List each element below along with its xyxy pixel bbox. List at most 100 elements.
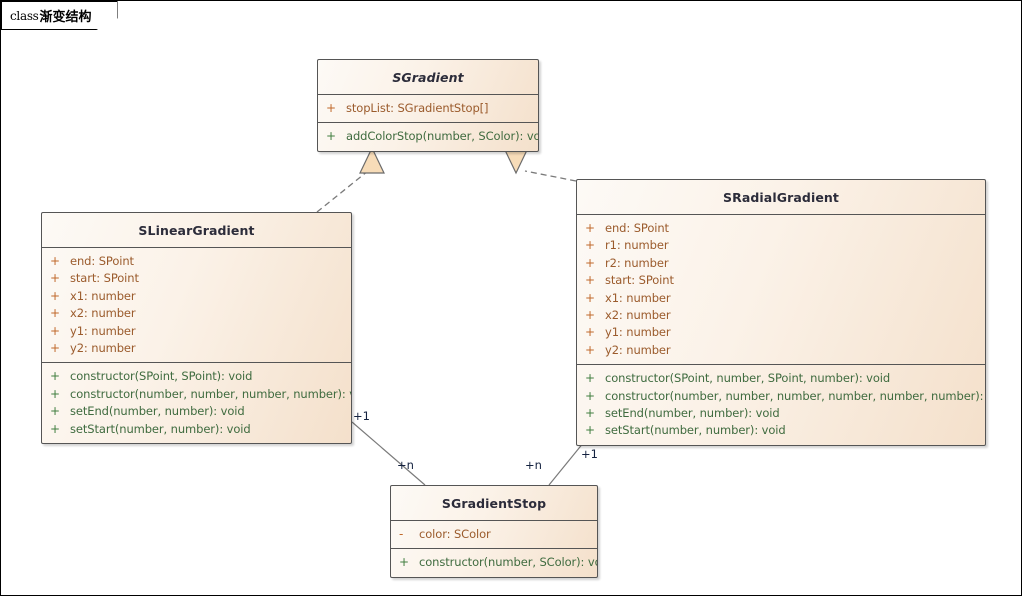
- visibility-marker: +: [326, 101, 337, 115]
- attribute-row: + x2: number: [577, 307, 985, 324]
- diagram-title: 渐变结构: [39, 10, 92, 25]
- visibility-marker: +: [50, 404, 61, 419]
- attribute-row: + y1: number: [42, 323, 351, 340]
- multiplicity-radial-stop-n: +n: [525, 458, 542, 472]
- attribute-text: end: SPoint: [70, 254, 134, 268]
- visibility-marker: +: [585, 255, 596, 270]
- method-row: + constructor(number, number, number, nu…: [577, 388, 985, 405]
- attribute-text: r1: number: [605, 238, 669, 253]
- method-text: setEnd(number, number): void: [605, 406, 780, 421]
- visibility-marker: +: [585, 325, 596, 340]
- class-box-sgradientstop[interactable]: SGradientStop - color: SColor + construc…: [390, 485, 598, 578]
- attribute-text: stopList: SGradientStop[]: [346, 101, 489, 115]
- method-row: + constructor(SPoint, number, SPoint, nu…: [577, 370, 985, 387]
- class-name-sgradient: SGradient: [318, 60, 538, 95]
- method-row: + addColorStop(number, SColor): void: [318, 128, 538, 145]
- visibility-marker: +: [585, 423, 596, 438]
- visibility-marker: +: [50, 323, 61, 338]
- attribute-row: + x1: number: [577, 290, 985, 307]
- attribute-text: y2: number: [605, 342, 671, 357]
- attribute-text: start: SPoint: [70, 271, 139, 286]
- visibility-marker: +: [585, 342, 596, 357]
- attribute-row: + r1: number: [577, 237, 985, 254]
- method-text: addColorStop(number, SColor): void: [346, 129, 539, 144]
- attributes-section-slineargradient: + end: SPoint + start: SPoint + x1: numb…: [42, 248, 351, 362]
- visibility-marker: +: [585, 371, 596, 386]
- visibility-marker: +: [585, 273, 596, 288]
- attribute-text: x1: number: [70, 288, 136, 303]
- method-row: + setStart(number, number): void: [577, 422, 985, 439]
- attribute-row: - color: SColor: [391, 526, 597, 543]
- multiplicity-linear-1: +1: [353, 409, 370, 423]
- visibility-marker: +: [50, 386, 61, 401]
- method-text: constructor(number, number, number, numb…: [605, 388, 986, 403]
- visibility-marker: +: [50, 306, 61, 321]
- visibility-marker: -: [399, 527, 404, 541]
- visibility-marker: +: [399, 555, 410, 570]
- attribute-text: y2: number: [70, 341, 136, 356]
- attribute-row: + y2: number: [42, 340, 351, 357]
- attribute-text: r2: number: [605, 255, 669, 270]
- multiplicity-radial-1: +1: [581, 447, 598, 461]
- method-row: + setStart(number, number): void: [42, 421, 351, 438]
- method-row: + setEnd(number, number): void: [577, 405, 985, 422]
- realization-line-left: [316, 170, 369, 213]
- connector-slineargradient-realizes-sgradient: [316, 146, 385, 213]
- attribute-row: + stopList: SGradientStop[]: [318, 100, 538, 117]
- multiplicity-linear-stop-n: +n: [397, 458, 414, 472]
- class-box-sradialgradient[interactable]: SRadialGradient + end: SPoint + r1: numb…: [576, 179, 986, 446]
- attribute-row: + r2: number: [577, 255, 985, 272]
- visibility-marker: +: [50, 254, 61, 268]
- visibility-marker: +: [585, 238, 596, 253]
- diagram-title-tab: class 渐变结构: [1, 1, 118, 30]
- method-text: constructor(number, SColor): void: [419, 555, 598, 570]
- attribute-text: color: SColor: [419, 527, 491, 541]
- attributes-section-sgradientstop: - color: SColor: [391, 521, 597, 548]
- visibility-marker: +: [585, 388, 596, 403]
- method-row: + setEnd(number, number): void: [42, 403, 351, 420]
- class-name-sradialgradient: SRadialGradient: [577, 180, 985, 215]
- attribute-row: + x2: number: [42, 305, 351, 322]
- visibility-marker: +: [50, 288, 61, 303]
- visibility-marker: +: [50, 421, 61, 436]
- methods-section-sgradientstop: + constructor(number, SColor): void: [391, 548, 597, 576]
- visibility-marker: +: [585, 308, 596, 323]
- method-text: constructor(number, number, number, numb…: [70, 386, 352, 401]
- visibility-marker: +: [326, 129, 337, 144]
- realization-line-right: [524, 170, 577, 182]
- method-text: setStart(number, number): void: [605, 423, 786, 438]
- attributes-section-sradialgradient: + end: SPoint + r1: number + r2: number …: [577, 215, 985, 364]
- visibility-marker: +: [585, 290, 596, 305]
- visibility-marker: +: [50, 369, 61, 384]
- method-text: setEnd(number, number): void: [70, 404, 245, 419]
- method-row: + constructor(number, number, number, nu…: [42, 386, 351, 403]
- attribute-text: end: SPoint: [605, 221, 669, 235]
- attribute-text: x1: number: [605, 290, 671, 305]
- attribute-row: + start: SPoint: [42, 270, 351, 287]
- attribute-row: + start: SPoint: [577, 272, 985, 289]
- attribute-text: x2: number: [605, 308, 671, 323]
- methods-section-sgradient: + addColorStop(number, SColor): void: [318, 122, 538, 150]
- class-box-sgradient[interactable]: SGradient + stopList: SGradientStop[] + …: [317, 59, 539, 152]
- attribute-row: + y2: number: [577, 342, 985, 359]
- methods-section-slineargradient: + constructor(SPoint, SPoint): void + co…: [42, 362, 351, 443]
- class-name-slineargradient: SLinearGradient: [42, 213, 351, 248]
- attributes-section-sgradient: + stopList: SGradientStop[]: [318, 95, 538, 122]
- association-line-linear-stop: [351, 421, 426, 486]
- attribute-row: + end: SPoint: [42, 253, 351, 270]
- method-text: constructor(SPoint, SPoint): void: [70, 369, 253, 384]
- class-box-slineargradient[interactable]: SLinearGradient + end: SPoint + start: S…: [41, 212, 352, 445]
- visibility-marker: +: [585, 221, 596, 235]
- attribute-text: x2: number: [70, 306, 136, 321]
- association-line-radial-stop: [548, 441, 585, 486]
- attribute-text: y1: number: [605, 325, 671, 340]
- attribute-text: start: SPoint: [605, 273, 674, 288]
- method-text: constructor(SPoint, number, SPoint, numb…: [605, 371, 891, 386]
- diagram-keyword: class: [10, 8, 39, 23]
- method-row: + constructor(SPoint, SPoint): void: [42, 368, 351, 385]
- attribute-text: y1: number: [70, 323, 136, 338]
- connector-sradialgradient-realizes-sgradient: [503, 147, 577, 182]
- class-name-sgradientstop: SGradientStop: [391, 486, 597, 521]
- visibility-marker: +: [50, 271, 61, 286]
